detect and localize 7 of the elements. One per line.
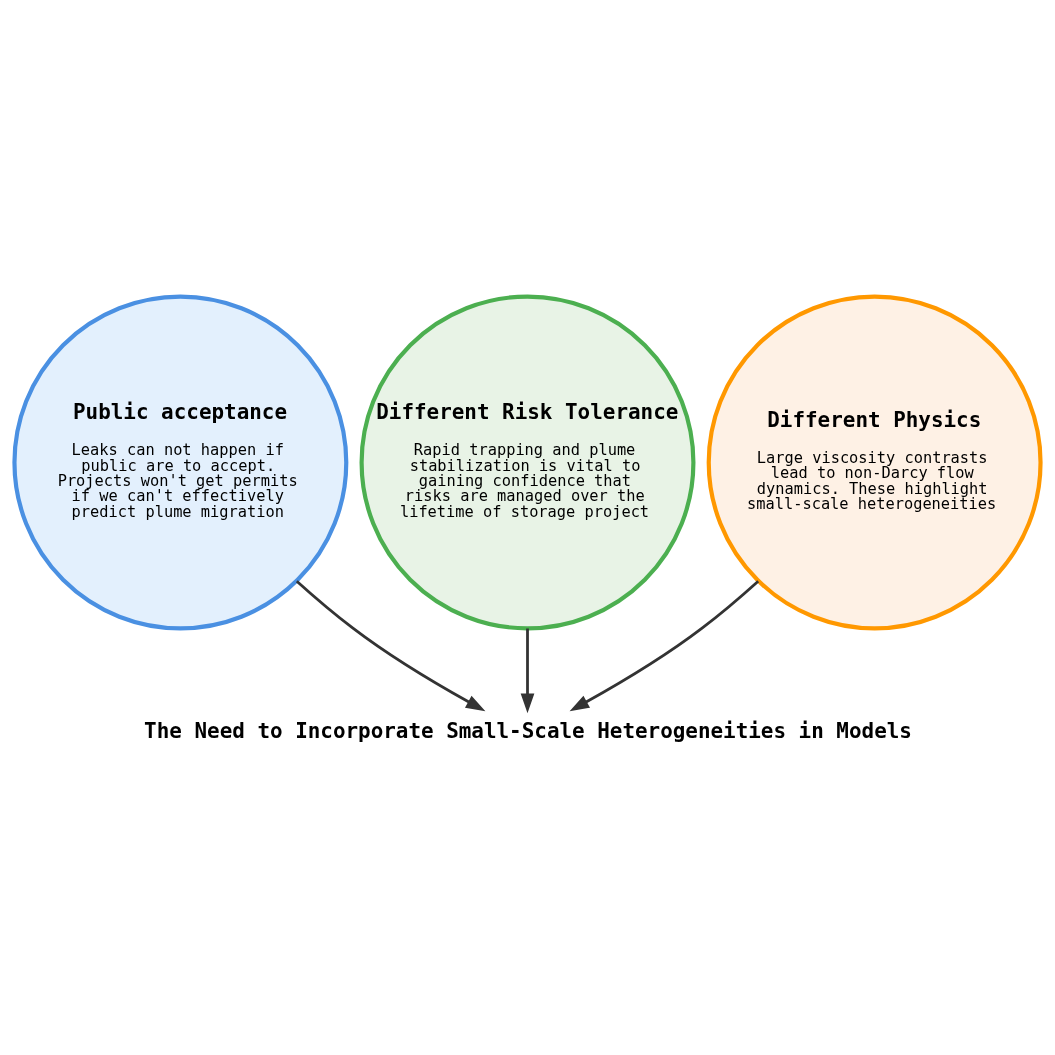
arrow: [520, 628, 535, 713]
node-text: The Need to Incorporate Small-Scale Heterogeneities in Models: [144, 718, 912, 743]
node-circle: Public acceptance Leaks can not happen if public are to accept. Projects won't get permits if we can't effectively predict plume migration: [12, 294, 349, 630]
node-circle: Different Risk Tolerance Rapid trapping and plume stabilization is vital to gaining confidence that risks are managed over the lifetime of storage project: [359, 294, 696, 630]
arrow: [569, 579, 760, 711]
node-circle: Different Physics Large viscosity contrasts lead to non-Darcy flow dynamics. These highlight small-scale heterogeneities: [706, 294, 1043, 630]
arrow: [295, 579, 486, 711]
